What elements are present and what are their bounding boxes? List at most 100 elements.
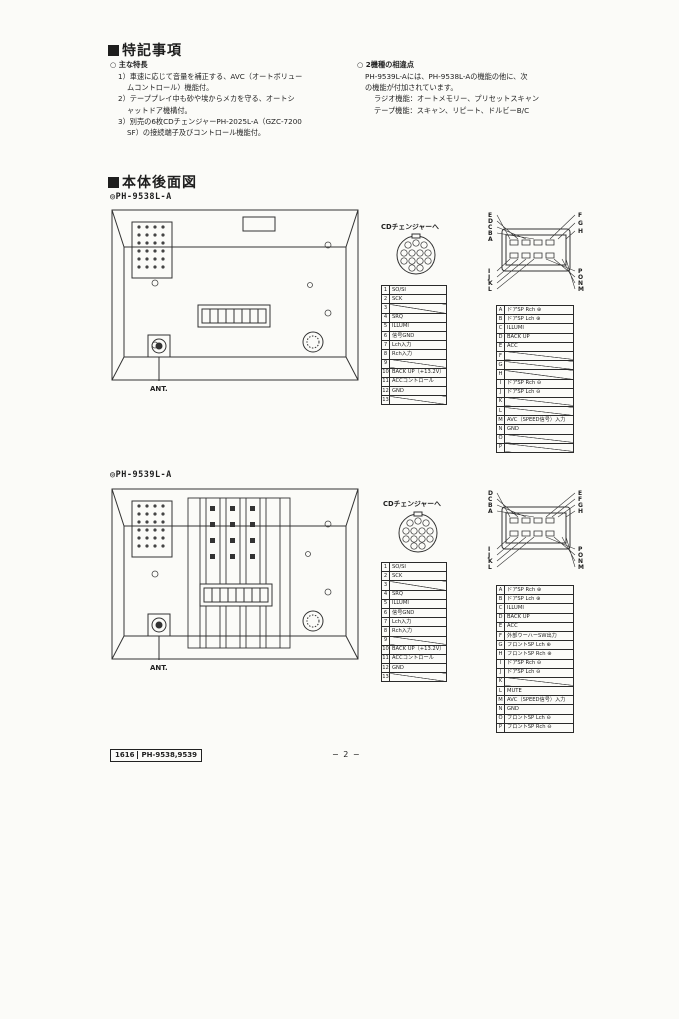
pin-letter: N	[578, 558, 583, 565]
pin-letter: G	[578, 220, 583, 227]
table-row: O	[496, 433, 574, 444]
feature-line: 2）テーププレイ中も砂や埃からメカを守る、オートシ	[118, 94, 295, 104]
feature-line: 3）別売の6枚CDチェンジャーPH-2025L-A（GZC-7200	[118, 116, 302, 126]
pin-letter: O	[578, 552, 583, 559]
main-connector-socket	[199, 583, 273, 607]
table-row: 9	[381, 358, 448, 369]
main-connector-socket	[197, 304, 271, 328]
antenna-label: ANT.	[150, 385, 168, 393]
cd-connector-diagram	[398, 511, 438, 553]
table-row: 13	[381, 672, 448, 683]
rear-panel-diagram-9538: ANT.	[111, 209, 359, 393]
section-title-rear-view: 本体後面図	[108, 172, 197, 192]
footer-models: PH-9538,9539	[141, 751, 198, 759]
pin-letter: G	[578, 502, 583, 509]
table-row: K	[496, 676, 574, 688]
pin-letter: B	[488, 502, 493, 509]
din-socket	[302, 331, 324, 353]
feature-line: SF）の接続端子及びコントロール機能付。	[127, 128, 266, 138]
table-row: P	[496, 442, 574, 454]
model-label: ◎PH-9539L-A	[110, 470, 172, 480]
page-number: − 2 −	[332, 750, 361, 759]
pin-letter: I	[488, 268, 490, 275]
model-label: ◎PH-9538L-A	[110, 192, 172, 202]
feature-line: 1）車速に応じて音量を補正する、AVC（オートボリュー	[118, 72, 303, 81]
table-row: F	[496, 350, 574, 362]
diff-line: ラジオ機能：オートメモリー、プリセットスキャン	[374, 94, 540, 104]
diff-line: PH-9539L-Aには、PH-9538L-Aの機能の他に、次	[365, 72, 528, 81]
pin-letter: C	[488, 224, 493, 231]
main-connector-diagram-9539: D C B A E F G H I J K L P O N M	[487, 490, 584, 571]
pin-letter: P	[578, 268, 583, 275]
antenna-socket	[147, 613, 171, 660]
cd-changer-label: CDチェンジャーへ	[381, 223, 439, 231]
table-row: G	[496, 360, 574, 371]
features-heading: ○ 主な特長	[110, 60, 148, 69]
pin-letter: D	[488, 490, 493, 497]
table-row: 3	[381, 580, 448, 591]
pin-letter: F	[578, 212, 582, 219]
pin-letter: A	[488, 508, 493, 515]
main-connector-diagram-9538: E D C B A F G H I J K L P O N M	[487, 212, 584, 293]
pin-letter: N	[578, 280, 583, 287]
table-row: L	[496, 406, 574, 417]
square-bullet-icon	[108, 177, 119, 188]
table-row: 13	[381, 395, 448, 406]
pin-letter: J	[487, 274, 490, 281]
diff-line: の機能が付加されています。	[365, 83, 458, 93]
vent-holes	[137, 225, 165, 269]
table-row: 9	[381, 635, 448, 646]
table-row: H	[496, 369, 574, 380]
pin-letter: A	[488, 236, 493, 243]
cd-changer-label: CDチェンジャーへ	[383, 500, 441, 508]
pin-letter: K	[488, 280, 493, 287]
footer-code: 1616	[115, 751, 139, 759]
heatsink-fins	[187, 497, 291, 649]
pin-letter: I	[488, 546, 490, 553]
pin-letter: J	[487, 552, 490, 559]
pin-letter: K	[488, 558, 493, 565]
pin-letter: L	[488, 286, 492, 293]
pin-letter: H	[578, 228, 583, 235]
square-bullet-icon	[108, 45, 119, 56]
pin-letter: L	[488, 564, 492, 571]
pin-letter: E	[488, 212, 492, 219]
pin-letter: B	[488, 230, 493, 237]
